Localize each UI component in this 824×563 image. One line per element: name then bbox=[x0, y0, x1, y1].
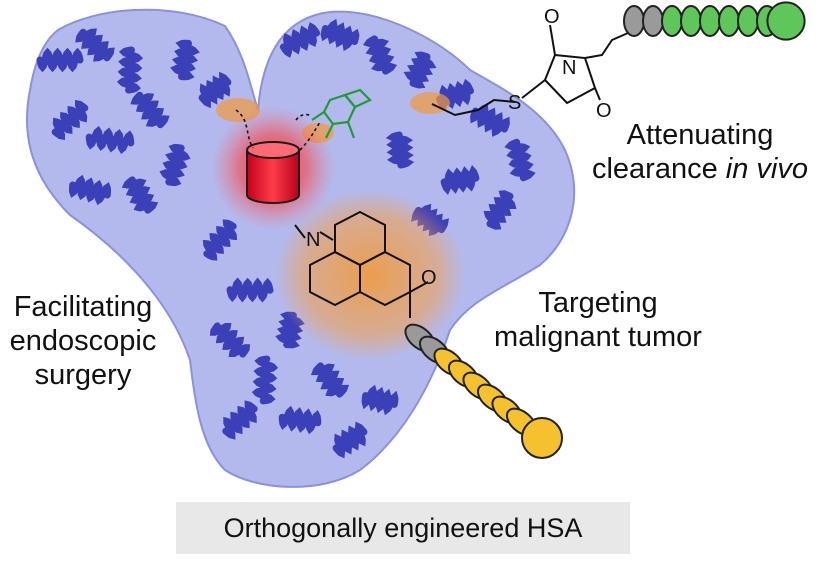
helix-ribbon bbox=[483, 190, 517, 230]
caption-box: Orthogonally engineered HSA bbox=[176, 502, 630, 554]
helix-ribbon bbox=[69, 174, 111, 206]
chain-gray-bead bbox=[642, 5, 664, 37]
helix-ribbon bbox=[159, 143, 191, 187]
helix-ribbon bbox=[121, 176, 159, 214]
chain-bead bbox=[699, 5, 721, 37]
green-ligand-icon bbox=[311, 88, 372, 139]
helix-ribbon bbox=[251, 355, 279, 405]
helix-ribbon bbox=[279, 22, 321, 58]
helix-ribbon bbox=[36, 47, 84, 73]
green-peg-chain bbox=[623, 1, 806, 41]
chain-end-bead bbox=[766, 1, 806, 41]
helix-ribbon bbox=[202, 219, 238, 261]
chain-end-bead bbox=[521, 417, 563, 459]
helix-ribbon bbox=[385, 131, 415, 169]
atom-o-2: O bbox=[596, 100, 612, 122]
label-surgery: Facilitating endoscopic surgery bbox=[0, 290, 166, 392]
label-surgery-line3: surgery bbox=[34, 359, 132, 391]
helix-ribbon bbox=[440, 164, 480, 196]
helix-ribbon bbox=[361, 384, 399, 416]
helix-ribbon bbox=[222, 400, 258, 440]
dye-scaffold bbox=[294, 210, 429, 318]
chain-bead bbox=[680, 5, 702, 37]
helix-ribbon bbox=[362, 35, 398, 75]
label-surgery-line1: Facilitating bbox=[13, 291, 153, 323]
helix-ribbon bbox=[198, 71, 232, 109]
helix-ribbon bbox=[226, 277, 274, 303]
helix-ribbon bbox=[75, 28, 115, 62]
atom-o-ketone: O bbox=[421, 267, 437, 289]
yellow-peg-chain bbox=[404, 323, 563, 459]
maleimide-linker bbox=[431, 24, 629, 117]
chain-bead bbox=[718, 5, 740, 37]
helix-ribbon bbox=[51, 99, 89, 141]
label-clearance-line2: clearance in vivo bbox=[591, 153, 808, 185]
helix-ribbon bbox=[310, 362, 350, 398]
label-clearance: Attenuating clearance in vivo bbox=[580, 118, 820, 186]
helix-ribbon bbox=[320, 18, 360, 52]
helix-ribbon bbox=[403, 51, 437, 89]
cylinder-icon bbox=[246, 141, 300, 204]
atom-o-1: O bbox=[544, 6, 560, 28]
atom-n-quinoline: N bbox=[306, 229, 320, 251]
label-tumor-line1: Targeting bbox=[538, 287, 658, 319]
atom-n-imide: N bbox=[562, 57, 576, 79]
helix-ribbon bbox=[116, 46, 144, 94]
label-tumor: Targeting malignant tumor bbox=[478, 286, 718, 354]
atom-s: S bbox=[508, 92, 521, 114]
helix-ribbon bbox=[85, 126, 135, 154]
label-clearance-italic: in vivo bbox=[725, 153, 808, 185]
helix-ribbon bbox=[436, 78, 474, 112]
helix-ribbon bbox=[170, 39, 200, 81]
chain-bead bbox=[661, 5, 683, 37]
helix-ribbon bbox=[278, 405, 322, 435]
helix-ribbon bbox=[470, 103, 510, 137]
label-tumor-line2: malignant tumor bbox=[494, 321, 702, 353]
helix-ribbon bbox=[130, 91, 170, 129]
chain-bead bbox=[737, 5, 759, 37]
helix-ribbon bbox=[209, 322, 251, 358]
chain-gray-bead bbox=[623, 5, 645, 37]
label-clearance-line1: Attenuating bbox=[626, 119, 774, 151]
label-surgery-line2: endoscopic bbox=[9, 325, 157, 357]
dashed-links bbox=[235, 109, 321, 151]
helix-ribbon bbox=[332, 421, 368, 459]
caption-text: Orthogonally engineered HSA bbox=[223, 512, 583, 543]
helix-ribbon bbox=[504, 138, 536, 182]
